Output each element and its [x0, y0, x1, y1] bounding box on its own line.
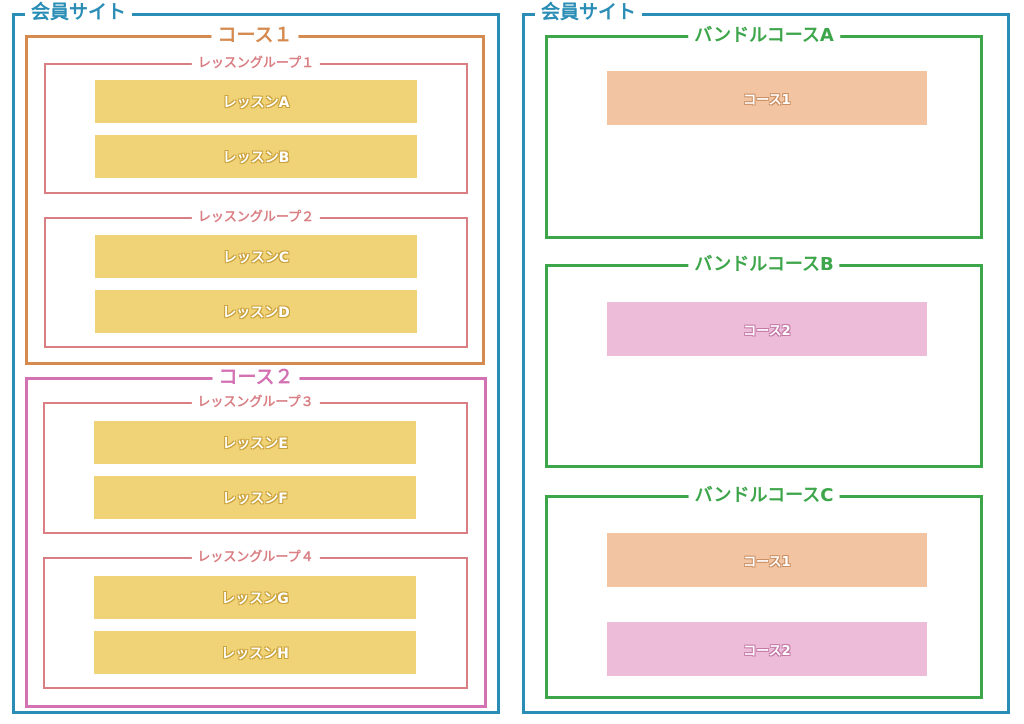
- lesson-g: レッスンG: [94, 576, 416, 619]
- bundle-course-a-title: バンドルコースA: [688, 27, 840, 45]
- lesson-d: レッスンD: [95, 290, 417, 333]
- lesson-group-1: レッスングループ１ レッスンA レッスンB: [44, 57, 468, 194]
- lesson-f: レッスンF: [94, 476, 416, 519]
- bundle-course-c-title: バンドルコースC: [688, 487, 840, 505]
- lesson-b: レッスンB: [95, 135, 417, 178]
- course-2-title: コース２: [212, 368, 300, 387]
- lesson-group-4: レッスングループ４ レッスンG レッスンH: [43, 551, 468, 689]
- lesson-group-2: レッスングループ２ レッスンC レッスンD: [44, 211, 468, 348]
- course-1: コース１ レッスングループ１ レッスンA レッスンB レッスングループ２ レッス…: [25, 26, 485, 365]
- lesson-group-3-title: レッスングループ３: [191, 396, 320, 409]
- lesson-a: レッスンA: [95, 80, 417, 123]
- bundle-c-course-2: コース2: [607, 622, 927, 676]
- member-site-title: 会員サイト: [25, 3, 133, 22]
- member-site-right: 会員サイト バンドルコースA コース1 バンドルコースB コース2 バンドルコー…: [522, 3, 1010, 714]
- member-site-left: 会員サイト コース１ レッスングループ１ レッスンA レッスンB レッスングルー…: [12, 3, 500, 714]
- bundle-course-b: バンドルコースB コース2: [545, 256, 983, 468]
- bundle-b-course-2: コース2: [607, 302, 927, 356]
- bundle-course-b-title: バンドルコースB: [688, 256, 840, 274]
- course-1-title: コース１: [211, 26, 299, 45]
- lesson-c: レッスンC: [95, 235, 417, 278]
- lesson-group-2-title: レッスングループ２: [191, 211, 321, 224]
- bundle-a-course-1: コース1: [607, 71, 927, 125]
- bundle-course-c: バンドルコースC コース1 コース2: [545, 487, 983, 699]
- lesson-e: レッスンE: [94, 421, 416, 464]
- lesson-group-4-title: レッスングループ４: [191, 551, 320, 564]
- course-2: コース２ レッスングループ３ レッスンE レッスンF レッスングループ４ レッス…: [25, 368, 487, 708]
- bundle-course-a: バンドルコースA コース1: [545, 27, 983, 239]
- lesson-group-3: レッスングループ３ レッスンE レッスンF: [43, 396, 468, 534]
- lesson-h: レッスンH: [94, 631, 416, 674]
- member-site-title: 会員サイト: [535, 3, 643, 22]
- lesson-group-1-title: レッスングループ１: [191, 57, 321, 70]
- bundle-c-course-1: コース1: [607, 533, 927, 587]
